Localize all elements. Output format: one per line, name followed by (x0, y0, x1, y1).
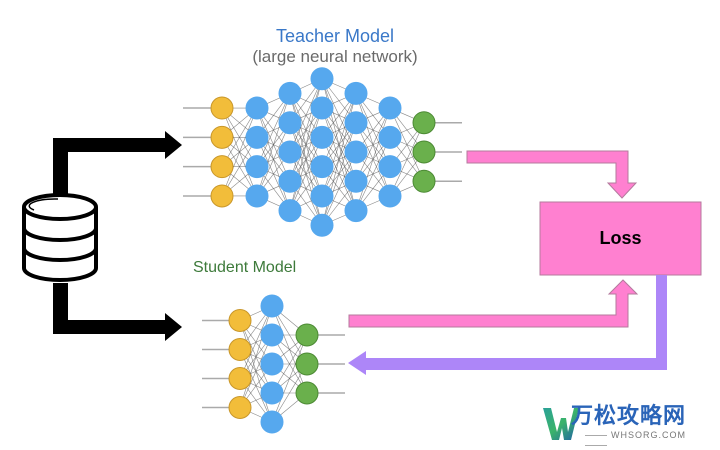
student-model-title: Student Model (193, 259, 297, 276)
watermark: 万松攻略网 WHSORG.COM (543, 403, 713, 443)
teacher-edge (289, 107, 323, 211)
teacher-edge (256, 122, 291, 197)
student-edge (239, 305, 273, 379)
teacher-hidden-node (310, 96, 334, 120)
teacher-hidden-node (344, 111, 368, 135)
teacher-edge (355, 107, 391, 211)
teacher-edge (389, 122, 425, 197)
teacher-edge (289, 78, 323, 153)
student-hidden-node (260, 323, 284, 347)
teacher-model-subtitle: (large neural network) (252, 47, 418, 66)
teacher-edge (221, 107, 258, 197)
teacher-hidden-node (310, 184, 334, 208)
teacher-input-node (210, 155, 234, 179)
teacher-input-node (210, 125, 234, 149)
teacher-hidden-node (378, 125, 402, 149)
student-output-node (295, 323, 319, 347)
loss-to-student-arrow (348, 275, 667, 375)
teacher-hidden-node (310, 155, 334, 179)
student-output-node (295, 352, 319, 376)
teacher-to-loss-arrow (466, 150, 638, 199)
teacher-input-node (210, 96, 234, 120)
teacher-hidden-node (378, 155, 402, 179)
student-network (228, 294, 319, 434)
teacher-hidden-node (278, 169, 302, 193)
student-input-node (228, 396, 252, 419)
student-hidden-node (260, 352, 284, 376)
data-to-teacher-arrow (53, 131, 182, 196)
data-to-student-arrow (53, 283, 182, 341)
teacher-edge (355, 137, 391, 211)
student-hidden-node (260, 410, 284, 434)
teacher-hidden-node (278, 199, 302, 223)
teacher-edge (321, 93, 357, 167)
teacher-edge (355, 107, 391, 182)
teacher-edge (289, 78, 323, 182)
teacher-hidden-node (245, 125, 269, 149)
loss-box (539, 201, 702, 276)
teacher-hidden-node (310, 125, 334, 149)
database-icon (22, 193, 98, 282)
teacher-edge (321, 93, 357, 197)
student-edge (271, 334, 308, 423)
teacher-hidden-node (310, 67, 334, 91)
teacher-edge (289, 137, 323, 211)
student-input-node (228, 309, 252, 332)
watermark-logo-icon (543, 408, 579, 440)
teacher-output-node (412, 169, 436, 193)
teacher-output-node (412, 111, 436, 135)
teacher-hidden-node (378, 96, 402, 120)
teacher-hidden-node (245, 155, 269, 179)
watermark-name: 万松攻略网 (571, 403, 687, 428)
teacher-input-node (210, 184, 234, 208)
student-input-node (228, 338, 252, 361)
teacher-edge (321, 151, 357, 226)
teacher-network (210, 67, 436, 237)
student-edge (239, 305, 273, 408)
loss-label: Loss (599, 228, 642, 248)
student-output-node (295, 381, 319, 405)
teacher-hidden-node (245, 184, 269, 208)
student-hidden-node (260, 381, 284, 405)
student-input-node (228, 367, 252, 390)
student-hidden-node (260, 294, 284, 318)
teacher-hidden-node (344, 199, 368, 223)
teacher-edge (256, 93, 291, 197)
student-edge (239, 334, 273, 408)
teacher-hidden-node (344, 169, 368, 193)
teacher-hidden-node (278, 81, 302, 105)
teacher-edge (256, 93, 291, 167)
teacher-hidden-node (310, 213, 334, 237)
student-to-loss-arrow (348, 279, 639, 328)
teacher-hidden-node (344, 140, 368, 164)
teacher-hidden-node (245, 96, 269, 120)
teacher-model-title: Teacher Model (275, 26, 395, 46)
teacher-hidden-node (278, 111, 302, 135)
teacher-output-node (412, 140, 436, 164)
watermark-url: WHSORG.COM (581, 430, 713, 450)
teacher-hidden-node (344, 81, 368, 105)
teacher-edge (321, 122, 357, 226)
teacher-hidden-node (378, 184, 402, 208)
teacher-hidden-node (278, 140, 302, 164)
